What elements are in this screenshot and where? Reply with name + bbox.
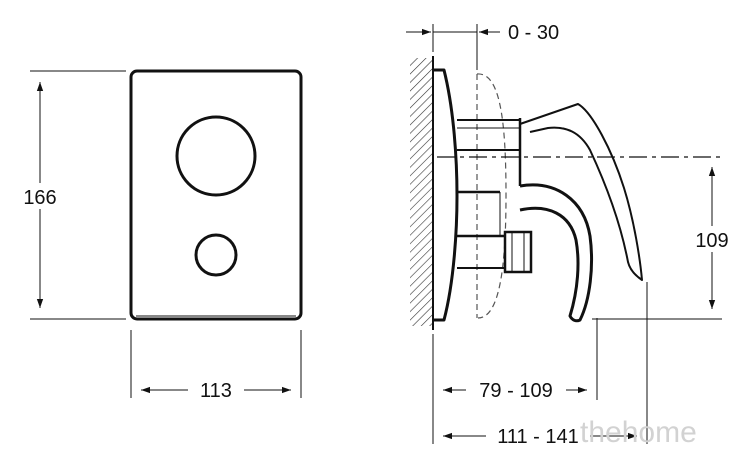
diverter-knob-large	[175, 115, 257, 197]
dimension-depth-long: 111 - 141	[443, 282, 648, 448]
dimension-label-109: 109	[695, 230, 728, 252]
spout-nut	[503, 230, 533, 274]
front-view	[129, 69, 303, 321]
spout-stem	[457, 190, 505, 238]
hidden-plate-outline	[476, 73, 507, 319]
dimension-width-front: 113	[130, 330, 302, 402]
lever-handle	[519, 103, 643, 281]
mixer-body	[457, 119, 521, 151]
dimension-label-166: 166	[23, 187, 56, 209]
dimension-handle-height: 109	[592, 167, 736, 320]
cover-plate	[129, 69, 303, 321]
dimension-depth-short: 79 - 109	[432, 318, 598, 444]
wall-hatching	[410, 58, 433, 326]
handle-neck	[519, 183, 593, 323]
side-view	[410, 56, 720, 330]
dimension-label-79-109: 79 - 109	[479, 380, 552, 402]
dimension-wall-offset: 0 - 30	[406, 22, 559, 70]
dimension-label-111-141: 111 - 141	[497, 426, 579, 448]
watermark: thehome	[580, 416, 697, 449]
dimension-label-0-30: 0 - 30	[508, 22, 559, 44]
plate-side-profile	[433, 68, 459, 322]
dimension-label-113: 113	[200, 380, 232, 402]
diverter-knob-small	[194, 233, 238, 277]
dimension-height-front: 166	[18, 70, 126, 320]
